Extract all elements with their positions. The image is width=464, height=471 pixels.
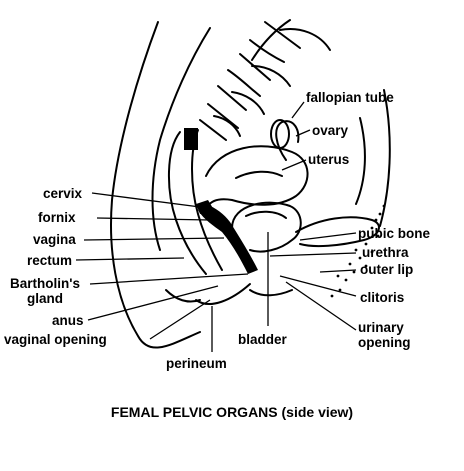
label-vagina: vagina <box>33 232 76 247</box>
label-fornix: fornix <box>38 210 76 225</box>
label-pubic-bone: pubic bone <box>358 226 430 241</box>
label-perineum: perineum <box>166 356 227 371</box>
label-uterus: uterus <box>308 152 349 167</box>
label-vaginal-opening: vaginal opening <box>4 332 107 347</box>
label-ovary: ovary <box>312 123 348 138</box>
label-bartholins-gland-line1: Bartholin's <box>4 276 86 291</box>
diagram-caption: FEMAL PELVIC ORGANS (side view) <box>0 404 464 420</box>
label-anus: anus <box>52 313 84 328</box>
label-bladder: bladder <box>238 332 287 347</box>
uterus-outline <box>206 146 308 206</box>
label-outer-lip: outer lip <box>360 262 413 277</box>
label-urinary-opening-line2: opening <box>358 335 411 350</box>
rectum-fill <box>184 128 198 150</box>
spine-vertebrae <box>200 20 330 140</box>
label-fallopian-tube: fallopian tube <box>306 90 394 105</box>
label-bartholins-gland: Bartholin's gland <box>4 276 86 306</box>
label-bartholins-gland-line2: gland <box>4 291 86 306</box>
label-urinary-opening: urinary opening <box>358 320 411 350</box>
perineum-outline <box>196 284 250 304</box>
label-urinary-opening-line1: urinary <box>358 320 411 335</box>
label-cervix: cervix <box>43 186 82 201</box>
sacrum-curve <box>153 28 211 250</box>
label-clitoris: clitoris <box>360 290 404 305</box>
label-rectum: rectum <box>27 253 72 268</box>
label-urethra: urethra <box>362 245 409 260</box>
